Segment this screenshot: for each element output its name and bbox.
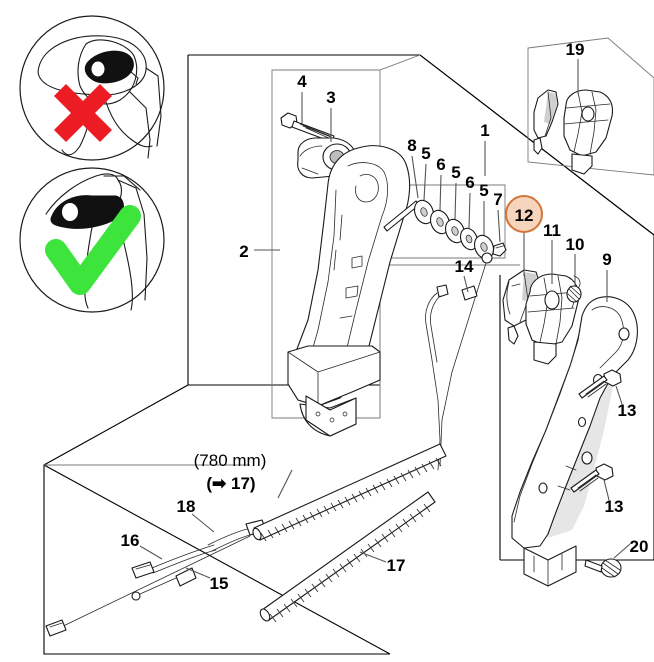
part-5-washer-b — [444, 218, 466, 244]
part-11-trigger-housing — [525, 273, 580, 365]
callout-13-b[interactable]: 13 — [605, 497, 624, 516]
callout-16[interactable]: 16 — [121, 531, 140, 550]
callout-9[interactable]: 9 — [602, 250, 611, 269]
callout-4[interactable]: 4 — [297, 72, 307, 91]
part-15-inner-cable — [45, 535, 251, 637]
frame-panel-washers — [380, 184, 506, 259]
callout-5-a[interactable]: 5 — [421, 144, 430, 163]
callout-17[interactable]: 17 — [387, 556, 406, 575]
callout-2[interactable]: 2 — [239, 242, 248, 261]
part-7-clip — [492, 242, 507, 257]
reject-x-icon — [53, 83, 113, 143]
callout-6-a[interactable]: 6 — [436, 155, 445, 174]
callout-19[interactable]: 19 — [566, 40, 585, 59]
part-19-assembly — [533, 89, 614, 175]
part-6-washer-b — [459, 227, 479, 251]
callout-11[interactable]: 11 — [543, 221, 561, 240]
callout-5-b[interactable]: 5 — [451, 163, 460, 182]
part-washer-stack — [413, 199, 507, 260]
reference-annotation: (➡ 17) — [206, 474, 255, 493]
part-4-screw — [280, 112, 335, 143]
part-13-screw-lower — [570, 463, 614, 493]
callout-3[interactable]: 3 — [326, 88, 335, 107]
frame-panel-item19 — [527, 37, 654, 176]
callout-10[interactable]: 10 — [566, 235, 585, 254]
callout-15[interactable]: 15 — [210, 574, 229, 593]
part-17-flexible-shaft — [259, 491, 436, 623]
length-annotation: (780 mm) — [194, 451, 267, 470]
callout-20[interactable]: 20 — [630, 537, 649, 556]
part-6-washer-a — [429, 209, 451, 235]
part-12-trigger-interlock — [502, 269, 541, 345]
part-9-handle-shell — [511, 296, 638, 587]
part-flexible-shaft-upper — [252, 443, 447, 542]
annotations: (780 mm) (➡ 17) — [194, 451, 267, 493]
callout-18[interactable]: 18 — [177, 497, 196, 516]
callout-1[interactable]: 1 — [480, 121, 489, 140]
inset-approve — [19, 167, 165, 313]
part-16-cable — [131, 544, 217, 579]
part-13-screw-upper — [578, 369, 622, 399]
callout-7[interactable]: 7 — [493, 190, 502, 209]
part-20-screw — [584, 558, 622, 578]
callout-13-a[interactable]: 13 — [618, 401, 637, 420]
part-5-washer-a — [413, 199, 435, 225]
callout-8[interactable]: 8 — [407, 136, 416, 155]
leader-lines — [139, 59, 631, 579]
part-2-handle-housing — [287, 145, 411, 437]
callout-14[interactable]: 14 — [455, 257, 474, 276]
part-14-rod-sleeve — [425, 252, 493, 471]
highlight-circle[interactable] — [505, 195, 543, 233]
callout-labels: 1 2 3 4 5 6 5 6 5 7 8 9 10 11 13 13 14 1… — [121, 40, 649, 593]
callout-6-b[interactable]: 6 — [465, 173, 474, 192]
callout-5-c[interactable]: 5 — [479, 181, 488, 200]
approve-check-icon — [45, 205, 141, 295]
callout-12-highlight-badge[interactable]: 12 — [505, 195, 543, 233]
callout-12[interactable]: 12 — [515, 206, 534, 225]
inset-reject — [19, 15, 165, 161]
